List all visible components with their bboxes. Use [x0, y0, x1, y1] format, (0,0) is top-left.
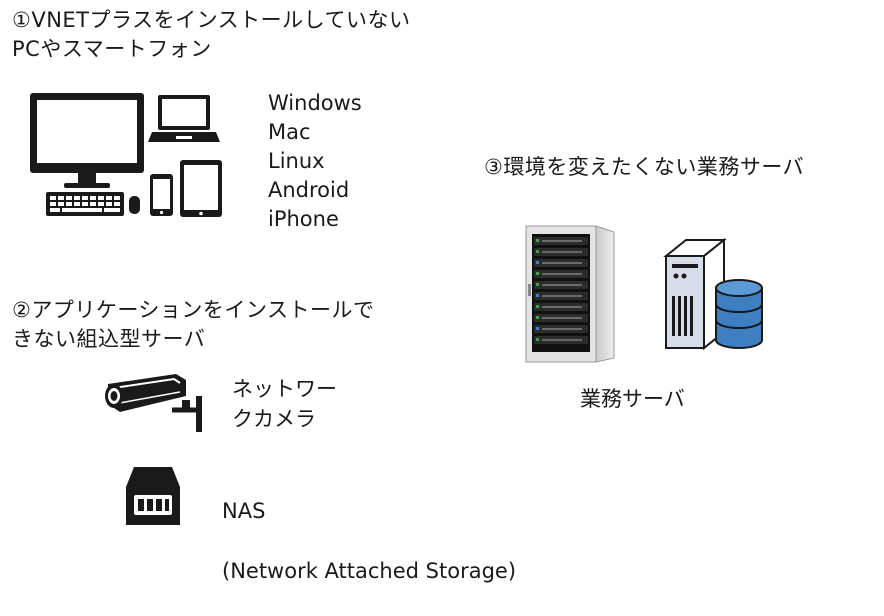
section3-heading: ③環境を変えたくない業務サーバ [484, 155, 805, 179]
nas-label: NAS (Network Attached Storage) [222, 466, 516, 616]
desktop-monitor-icon [30, 93, 144, 188]
rack-server-icon [522, 222, 618, 366]
os-item-iphone: iPhone [268, 207, 339, 231]
smartphone-icon [150, 174, 173, 216]
os-item-mac: Mac [268, 120, 311, 144]
os-item-linux: Linux [268, 149, 325, 173]
network-camera-icon [100, 366, 212, 436]
keyboard-icon [46, 192, 124, 216]
nas-label-title: NAS [222, 499, 266, 523]
laptop-icon [148, 95, 220, 142]
business-server-label: 業務サーバ [580, 387, 685, 411]
nas-icon [124, 465, 182, 527]
section1-heading: ①VNETプラスをインストールしていない PCやスマートフォン [12, 8, 411, 61]
os-item-android: Android [268, 178, 350, 202]
tower-server-database-icon [662, 236, 772, 354]
os-list: Windows Mac Linux Android iPhone [268, 89, 362, 234]
section2-heading: ②アプリケーションをインストールで きない組込型サーバ [12, 298, 375, 351]
network-camera-label: ネットワー クカメラ [232, 377, 337, 431]
tablet-icon [180, 160, 222, 217]
nas-label-subtitle: (Network Attached Storage) [222, 559, 517, 583]
mouse-icon [129, 196, 140, 214]
devices-illustration [28, 90, 228, 220]
os-item-windows: Windows [268, 91, 362, 115]
